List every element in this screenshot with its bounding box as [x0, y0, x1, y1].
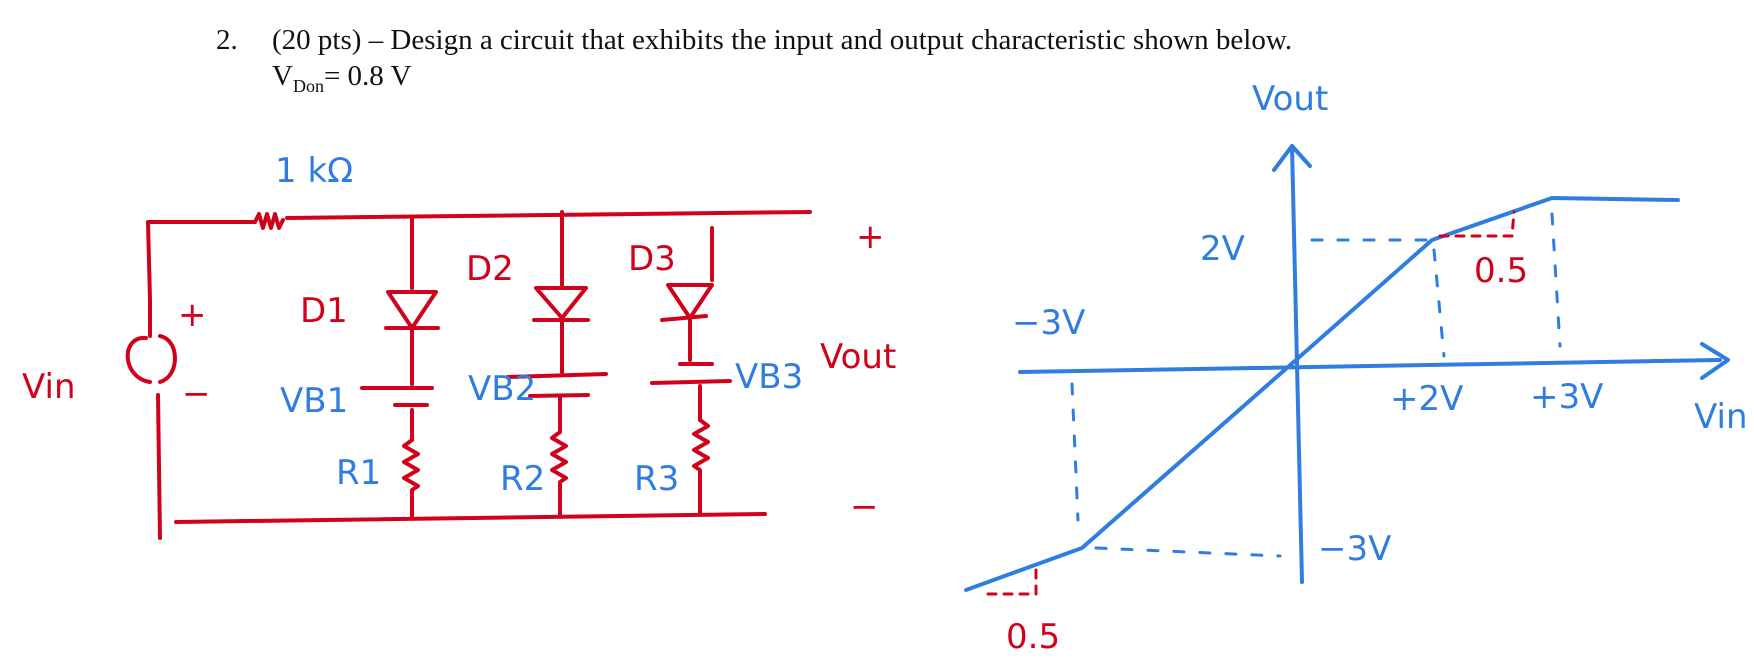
- lower-slope-label: 0.5: [1006, 617, 1060, 657]
- resistor-label: 1 kΩ: [275, 151, 353, 191]
- d1-label: D1: [300, 291, 348, 331]
- guide-neg3v-vertical: [1070, 382, 1080, 522]
- y-axis-label: Vout: [1252, 79, 1328, 119]
- battery-vb1: [360, 386, 434, 407]
- vb2-label: VB2: [468, 369, 536, 409]
- problem-text: (20 pts) – Design a circuit that exhibit…: [272, 24, 1293, 56]
- circuit: [125, 210, 812, 540]
- upper-slope-label: 0.5: [1474, 251, 1528, 291]
- vdon-symbol: V: [272, 60, 293, 92]
- out-label: Vout: [820, 337, 896, 377]
- problem-number: 2.: [216, 24, 238, 56]
- guide-3v-vertical: [1550, 212, 1562, 348]
- guide-2v-vertical: [1432, 248, 1446, 358]
- guide-lines: [1070, 212, 1562, 558]
- resistor-r3: [692, 418, 710, 516]
- graph-labels: Vout Vin 2V −3V −3V +2V +3V 0.5 0.5: [1006, 79, 1748, 657]
- tick-label-2v: 2V: [1200, 229, 1245, 269]
- battery-vb3: [650, 362, 732, 385]
- vdon-line: VDon= 0.8 V: [272, 58, 1292, 104]
- diode-d2: [532, 286, 590, 322]
- circuit-labels: 1 kΩ Vin + − D1 D2 D3 VB1 VB2 VB3 R1 R2 …: [22, 151, 896, 527]
- r3-label: R3: [634, 459, 679, 499]
- vb3-label: VB3: [735, 357, 803, 397]
- transfer-curve: [964, 196, 1680, 592]
- diode-d3: [660, 283, 714, 362]
- y-axis: [1290, 144, 1304, 584]
- guide-neg3v-horizontal: [1094, 546, 1282, 558]
- lower-slope-triangle: [986, 566, 1038, 596]
- tick-label-2v-x: +2V: [1390, 379, 1463, 419]
- vdon-subscript: Don: [292, 75, 324, 96]
- battery-vb2: [506, 372, 608, 398]
- diode-d1: [384, 290, 440, 330]
- bottom-rail: [174, 512, 767, 524]
- r1-label: R1: [336, 453, 381, 493]
- out-plus: +: [856, 217, 885, 257]
- x-axis-arrow: [1700, 342, 1730, 380]
- x-axis: [1018, 358, 1722, 374]
- source-minus: −: [182, 374, 211, 414]
- tick-label-neg3v-x: −3V: [1012, 303, 1085, 343]
- top-wire-left: [146, 220, 257, 302]
- x-axis-label: Vin: [1694, 397, 1748, 437]
- resistor-r1: [402, 438, 420, 520]
- tick-label-3v-x: +3V: [1530, 377, 1603, 417]
- vb1-label: VB1: [280, 381, 348, 421]
- r2-label: R2: [500, 459, 545, 499]
- voltage-source: [125, 334, 177, 384]
- y-axis-arrow: [1272, 144, 1312, 172]
- tick-label-neg3v-y: −3V: [1318, 529, 1391, 569]
- transfer-graph: [964, 144, 1730, 596]
- bottom-wire-left: [156, 393, 162, 540]
- source-plus: +: [178, 295, 207, 335]
- out-minus: −: [850, 487, 879, 527]
- vdon-value: = 0.8 V: [323, 60, 412, 92]
- top-rail: [285, 210, 812, 220]
- problem-statement: 2. (20 pts) – Design a circuit that exhib…: [216, 22, 1292, 104]
- slope-marks: [986, 210, 1516, 596]
- d3-label: D3: [628, 239, 676, 279]
- resistor-r2: [550, 430, 568, 518]
- problem-line-1: 2. (20 pts) – Design a circuit that exhib…: [216, 22, 1292, 58]
- d2-label: D2: [466, 249, 514, 289]
- series-resistor: [253, 212, 285, 230]
- upper-slope-triangle: [1438, 210, 1516, 238]
- source-label: Vin: [22, 367, 76, 407]
